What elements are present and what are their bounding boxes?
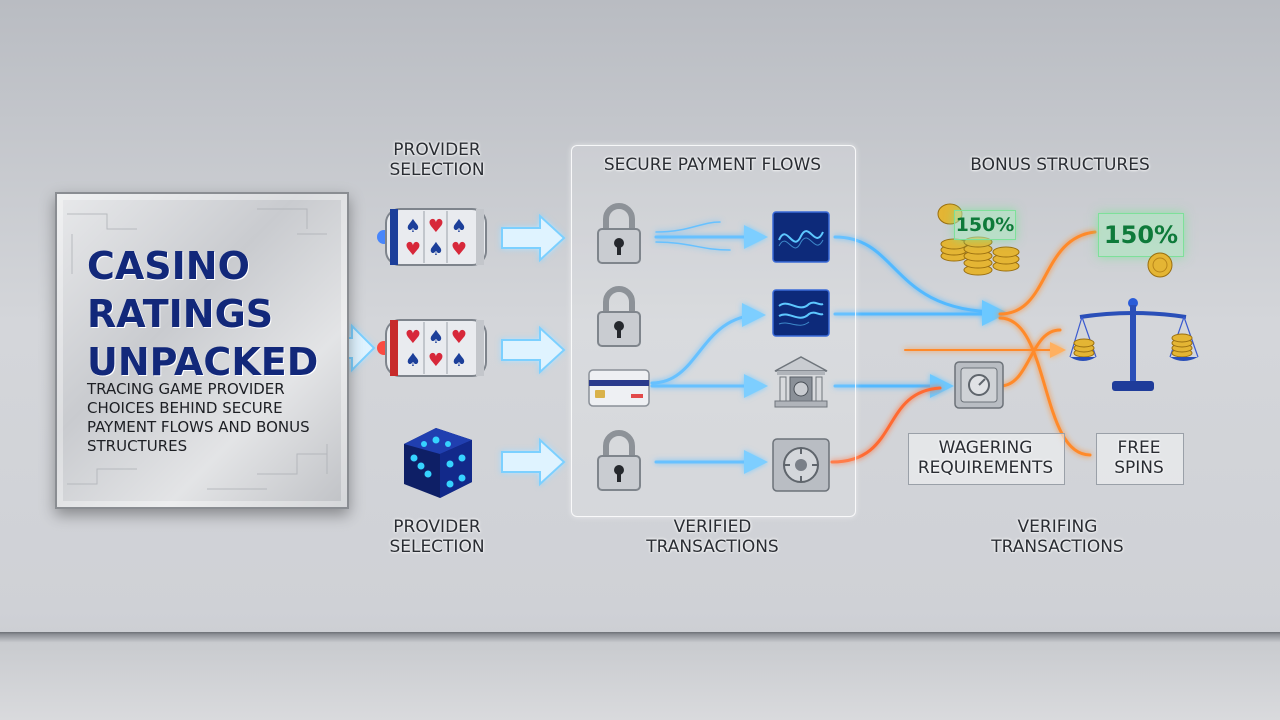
circuit-pattern xyxy=(67,208,328,490)
title-line-1: Casino xyxy=(87,244,250,288)
label-provider-selection-bottom: Provider Selection xyxy=(389,517,485,557)
slot-reel-icon: ♠♥ ♥♠ ♠♥ xyxy=(377,208,487,266)
label-provider-selection-top: Provider Selection xyxy=(389,140,485,180)
svg-text:♠: ♠ xyxy=(428,327,444,348)
flow-card-chip2 xyxy=(650,303,766,385)
plaque-subtitle: Tracing game provider choices behind sec… xyxy=(87,380,310,455)
svg-text:♠: ♠ xyxy=(405,216,421,237)
flow-to-bonus xyxy=(998,230,1097,316)
label-bonus-structures: Bonus Structures xyxy=(970,155,1150,175)
credit-card-icon xyxy=(588,369,650,407)
bank-icon xyxy=(774,356,828,408)
svg-text:♠: ♠ xyxy=(428,239,444,260)
coin-icon xyxy=(1147,252,1173,278)
label-secure-payment-flows: Secure Payment Flows xyxy=(603,155,822,175)
svg-text:♠: ♠ xyxy=(451,216,467,237)
bonus-badge-left: 150% xyxy=(954,210,1016,240)
svg-text:♠: ♠ xyxy=(451,350,467,371)
arrow-top xyxy=(501,213,566,263)
svg-text:♥: ♥ xyxy=(428,350,444,371)
svg-text:♥: ♥ xyxy=(428,216,444,237)
floor xyxy=(0,632,1280,720)
svg-text:♥: ♥ xyxy=(451,327,467,348)
padlock-icon xyxy=(597,203,641,264)
label-verified-transactions: Verified Transactions xyxy=(646,517,779,557)
arrow-bot xyxy=(501,437,566,487)
label-wagering-requirements: Wagering Requirements xyxy=(917,438,1054,478)
svg-text:♥: ♥ xyxy=(405,327,421,348)
label-free-spins: Free Spins xyxy=(1114,438,1164,478)
waveform-chip-icon xyxy=(772,289,830,337)
flow-wager-merge xyxy=(998,328,1062,388)
vault-icon xyxy=(772,438,830,492)
padlock-icon xyxy=(597,286,641,347)
bonus-badge-right: 150% xyxy=(1098,213,1184,257)
svg-text:♥: ♥ xyxy=(405,239,421,260)
dice-icon xyxy=(404,428,472,498)
flow-chip1-out xyxy=(833,235,1006,324)
padlock-icon xyxy=(597,430,641,491)
svg-text:♠: ♠ xyxy=(405,350,421,371)
title-line-2: Ratings xyxy=(87,292,274,336)
wagering-box xyxy=(908,433,1065,485)
plaque-title: Casino Ratings Unpacked xyxy=(87,242,347,386)
slot-reel-icon: ♥♠ ♠♥ ♥♠ xyxy=(377,319,487,377)
svg-text:♥: ♥ xyxy=(451,239,467,260)
flow-arrows xyxy=(331,213,566,487)
label-verifing-transactions: Verifing Transactions xyxy=(991,517,1124,557)
arrow-mid xyxy=(501,325,566,375)
balance-scale-icon xyxy=(1069,298,1199,391)
title-plaque: Casino Ratings Unpacked Tracing game pro… xyxy=(55,192,349,509)
waveform-chip-icon xyxy=(772,211,830,263)
title-line-3: Unpacked xyxy=(87,340,319,384)
free-spins-box xyxy=(1096,433,1184,485)
flow-vault-wager xyxy=(830,386,942,464)
flow-to-spins xyxy=(998,316,1092,457)
vault-icon xyxy=(954,361,1004,409)
